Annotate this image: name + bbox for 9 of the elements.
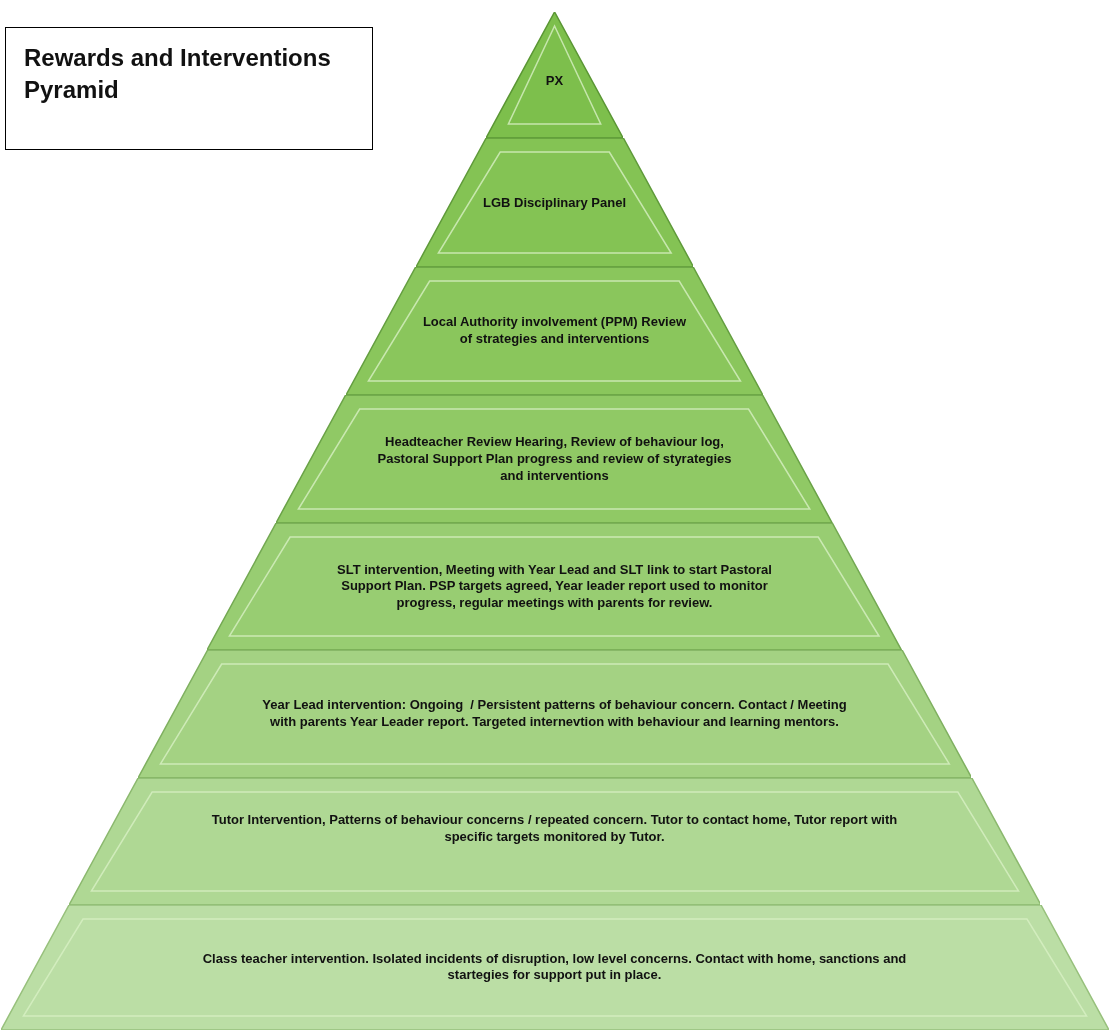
layer-label: Headteacher Review Hearing, Review of behaviour log, Pastoral Support Plan progress and review of styrategies and interventions — [376, 433, 733, 485]
layer-label: Class teacher intervention. Isolated incidents of disruption, low level concerns. Contact with home, sanctions and startegies for support put in place. — [201, 950, 908, 985]
layer-label: Local Authority involvement (PPM) Review of strategies and interventions — [421, 314, 688, 348]
layer-label: Year Lead intervention: Ongoing / Persistent patterns of behaviour concern. Contact / Meeting with parents Year Leader report. Targeted internevtion with behaviour and learning mentors. — [261, 697, 848, 731]
layer-label: SLT intervention, Meeting with Year Lead and SLT link to start Pastoral Support Plan. PSP targets agreed, Year leader report used to monitor progress, regular meetings with parents for review. — [336, 561, 773, 612]
layer-label: PX — [545, 72, 564, 90]
layer-label: Tutor Intervention, Patterns of behaviour concerns / repeated concern. Tutor to contact home, Tutor report with specific targets monitored by Tutor. — [210, 811, 899, 846]
layer-label: LGB Disciplinary Panel — [482, 194, 626, 211]
title-text: Rewards and Interventions Pyramid — [5, 27, 373, 150]
